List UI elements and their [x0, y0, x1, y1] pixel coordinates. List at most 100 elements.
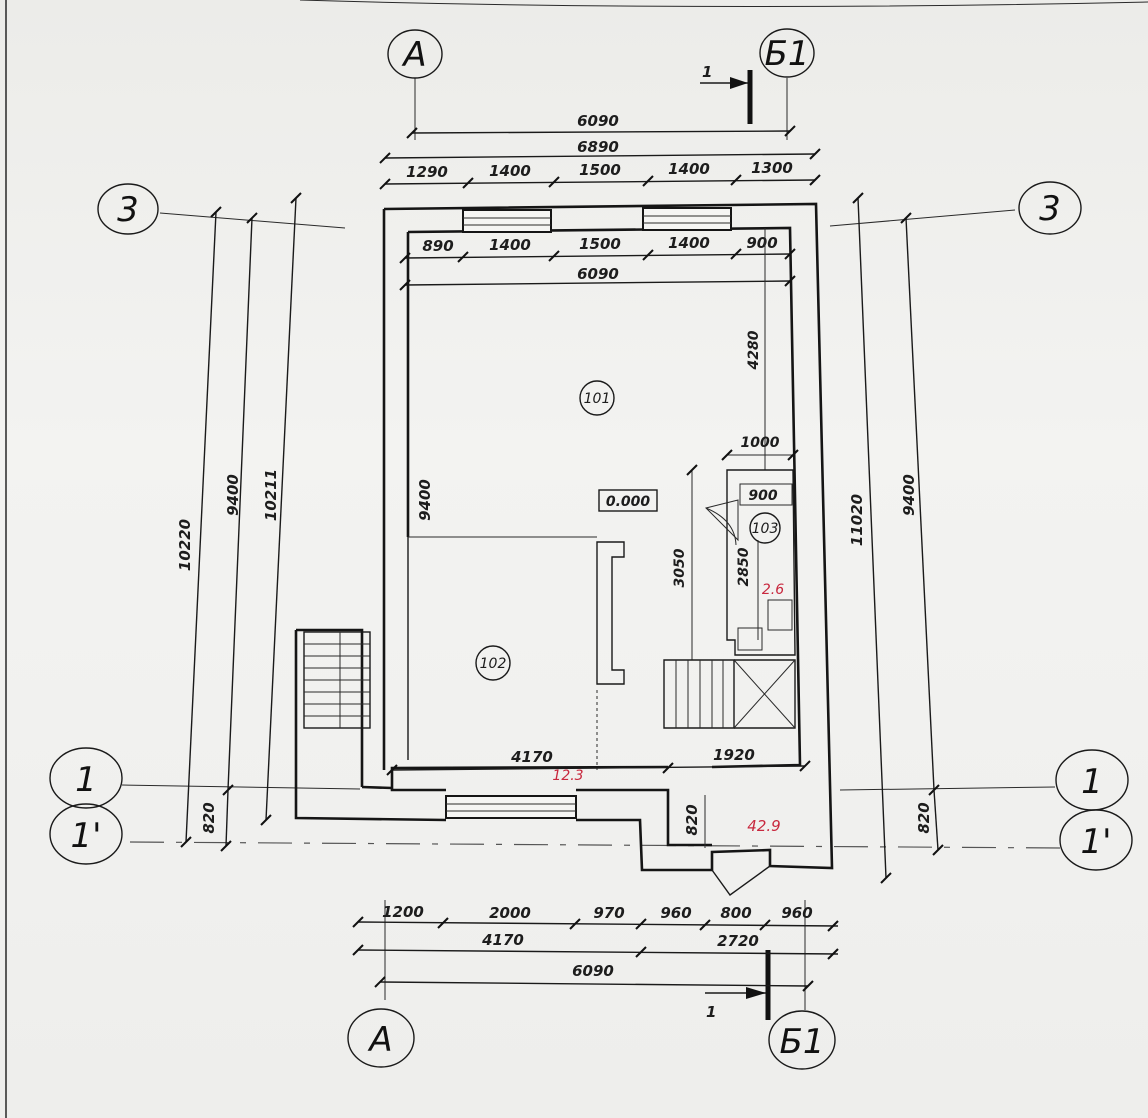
- dim-top-chain-1: 1290: [406, 163, 448, 181]
- axis-bubble-b1-top: Б1: [759, 28, 815, 78]
- axis-bubble-1-left: 1: [49, 747, 123, 809]
- area-room-102-value: 12.3: [552, 768, 583, 784]
- window-top-right: [642, 207, 732, 231]
- dim-bottom-chain-1: 1200: [382, 903, 424, 921]
- dim-bottom-chain-3: 970: [593, 904, 624, 922]
- dim-bottom-chain-6: 960: [781, 904, 812, 922]
- dim-inner-chain-1: 890: [422, 237, 453, 255]
- dim-top-chain-5: 1300: [751, 159, 793, 177]
- dim-left-outer-value: 10220: [176, 519, 194, 571]
- dim-right-span-value: 1920: [713, 746, 755, 764]
- dim-vestibule-value: 820: [683, 804, 701, 835]
- dim-stair-length-value: 3050: [672, 548, 688, 587]
- section-mark-bottom-label: 1: [706, 1003, 716, 1021]
- axis-3-right-label: 3: [1039, 189, 1061, 229]
- dim-top-axes-value: 6090: [577, 112, 619, 130]
- dim-bottom-mid: 4170 2720: [352, 931, 839, 960]
- window-top-left: [462, 209, 552, 233]
- axis-b1-top-label: Б1: [765, 34, 810, 74]
- dim-top-chain-4: 1400: [668, 160, 710, 178]
- axis-bubble-a-bottom: A: [347, 1008, 415, 1068]
- outer-walls: [294, 202, 834, 872]
- dim-bottom-chain-4: 960: [660, 904, 691, 922]
- dim-bath-width-value: 900: [748, 488, 777, 504]
- dim-right-small-value: 820: [915, 802, 933, 833]
- dim-inner-chain-5: 900: [746, 234, 777, 252]
- dim-top-chain-2: 1400: [489, 162, 531, 180]
- dim-bottom-mid-left: 4170: [481, 931, 524, 949]
- dim-inner-chain-4: 1400: [668, 234, 710, 252]
- dim-right-outer: 11020: [848, 192, 892, 884]
- dim-top-overall-value: 6890: [577, 138, 619, 156]
- interior-stair: [663, 659, 796, 729]
- dim-top-chain: 1290 1400 1500 1400 1300: [379, 159, 821, 190]
- room-102-label: 102: [480, 656, 507, 672]
- dim-inner-top-overall-value: 6090: [577, 265, 619, 283]
- axis-1-line-right: [839, 786, 1056, 791]
- dim-inner-top-chain: 890 1400 1500 1400 900: [399, 234, 796, 264]
- dim-inner-chain-2: 1400: [489, 236, 531, 254]
- area-bath-value: 2.6: [762, 582, 784, 598]
- dim-bath-length-value: 2850: [736, 547, 752, 586]
- dim-interior-spans: 4170 1920 12.3: [386, 746, 811, 784]
- room-101-label: 101: [584, 391, 611, 407]
- dim-left-inner-value: 10211: [262, 469, 280, 521]
- axis-3-left-label: 3: [117, 190, 139, 230]
- axis-bubble-b1-bottom: Б1: [768, 1010, 836, 1070]
- kitchen-counter: [596, 541, 625, 685]
- dim-left-outer: 10220: [176, 206, 222, 848]
- window-bottom: [445, 795, 577, 819]
- axis-bubble-1-prime-left: 1': [49, 803, 123, 865]
- dim-left-inner: 10211: [260, 192, 302, 826]
- vestibule: 820 42.9: [683, 795, 781, 896]
- dim-left-span-value: 4170: [510, 748, 553, 766]
- dim-right-axes-value: 9400: [900, 474, 918, 516]
- dim-top-axes: 6090: [406, 112, 796, 139]
- dim-bottom-overall-value: 6090: [572, 962, 614, 980]
- area-vestibule-value: 42.9: [747, 817, 780, 835]
- room-103-label: 103: [752, 521, 779, 537]
- sheet-border-top: [299, 0, 1148, 8]
- dim-left-inside: 9400: [416, 479, 434, 521]
- axis-a-bottom-label: A: [367, 1020, 392, 1060]
- axis-1-line-left: [121, 784, 361, 790]
- dim-top-chain-3: 1500: [579, 161, 621, 179]
- dim-upper-right-value: 4280: [746, 330, 762, 370]
- axis-3-line-right: [829, 209, 1016, 227]
- level-mark: 0.000: [598, 489, 658, 512]
- axis-1-prime-line: [129, 841, 1061, 849]
- axis-a-top-label: A: [401, 35, 426, 75]
- dim-right-outer-value: 11020: [848, 494, 866, 546]
- dim-left-small: 820: [200, 789, 232, 852]
- axis-bubble-1-prime-right: 1': [1059, 809, 1133, 871]
- section-mark-top-label: 1: [702, 63, 712, 81]
- dim-top-overall: 6890: [379, 138, 821, 164]
- axis-1-prime-left-label: 1': [71, 816, 102, 856]
- axis-1-prime-right-label: 1': [1081, 822, 1112, 862]
- axis-1-left-label: 1: [75, 760, 97, 800]
- dim-left-small-value: 820: [200, 802, 218, 833]
- dim-bottom-chain-2: 2000: [489, 904, 531, 922]
- axis-bubble-1-right: 1: [1055, 749, 1129, 811]
- axis-bubble-3-left: 3: [97, 183, 159, 235]
- dim-left-axes-value: 9400: [224, 474, 242, 516]
- room-101-marker: 101: [579, 380, 615, 416]
- dim-bottom-mid-right: 2720: [717, 932, 759, 950]
- bathroom-block: 1000 900 103 2850 2.6: [705, 435, 799, 656]
- dim-right-axes: 9400: [900, 212, 940, 796]
- dim-inner-top-overall: 6090: [399, 265, 796, 291]
- exterior-stair: [303, 631, 371, 729]
- dim-bottom-overall: 6090: [374, 962, 814, 992]
- dim-inner-chain-3: 1500: [579, 235, 621, 253]
- dim-stair-width-value: 1000: [741, 435, 780, 451]
- level-mark-value: 0.000: [606, 494, 651, 510]
- dim-bottom-chain-5: 800: [720, 904, 751, 922]
- dim-bottom-chain: 1200 2000 970 960 800 960: [352, 903, 839, 932]
- section-mark-top: 1: [700, 63, 753, 124]
- axis-bubble-a-top: A: [387, 29, 443, 79]
- dim-stair-length: 3050: [672, 464, 698, 660]
- axis-bubble-3-right: 3: [1018, 181, 1082, 235]
- dim-upper-right: 4280: [746, 228, 766, 470]
